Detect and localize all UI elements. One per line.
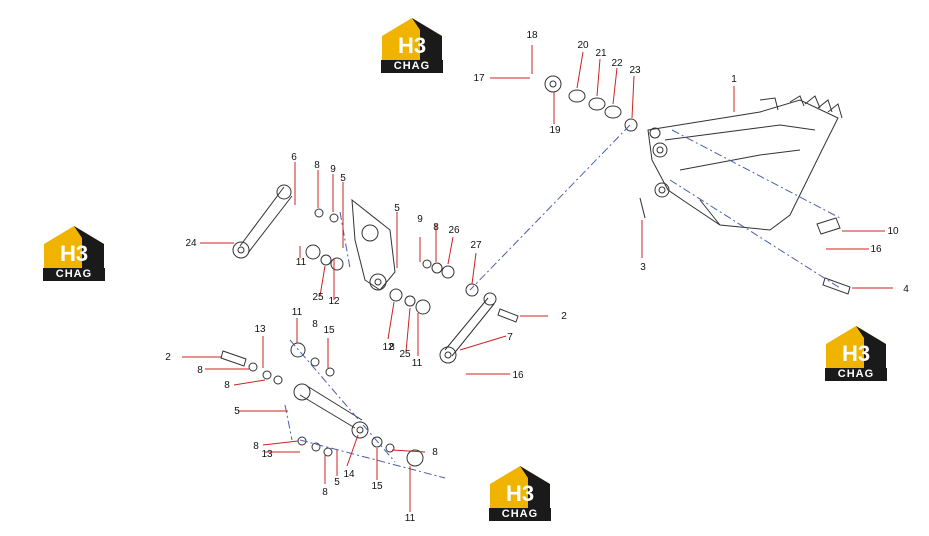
house-icon bbox=[382, 18, 442, 60]
callout-16b: 16 bbox=[870, 244, 882, 255]
callout-25b: 25 bbox=[399, 349, 411, 360]
callout-22: 22 bbox=[611, 58, 623, 69]
logo-mark: H3 bbox=[59, 241, 89, 266]
callout-11d: 11 bbox=[412, 358, 423, 369]
callout-8c: 8 bbox=[224, 380, 230, 391]
callout-18: 18 bbox=[526, 30, 538, 41]
callout-10: 10 bbox=[887, 226, 899, 237]
logo-word: CHAG bbox=[43, 268, 105, 281]
callout-20: 20 bbox=[577, 40, 589, 51]
callout-17: 17 bbox=[473, 73, 485, 84]
bucket bbox=[647, 95, 843, 231]
callout-6: 6 bbox=[291, 152, 297, 163]
logo-word: CHAG bbox=[381, 60, 443, 73]
rocker bbox=[351, 198, 396, 291]
callout-26: 26 bbox=[448, 225, 460, 236]
callout-9b: 9 bbox=[417, 214, 423, 225]
brand-logo-left: H3 CHAG bbox=[42, 224, 106, 282]
callout-5d: 5 bbox=[334, 477, 340, 488]
callout-5a: 5 bbox=[340, 173, 346, 184]
logo-word: CHAG bbox=[825, 368, 887, 381]
callout-12a: 12 bbox=[328, 296, 340, 307]
callout-15b: 15 bbox=[371, 481, 383, 492]
cylinder bbox=[293, 383, 369, 439]
callout-8d: 8 bbox=[253, 441, 259, 452]
callout-8g: 8 bbox=[433, 222, 439, 233]
callout-13b: 13 bbox=[261, 449, 273, 460]
callout-12b: 12 bbox=[382, 342, 394, 353]
logo-mark: H3 bbox=[841, 341, 871, 366]
callout-8e: 8 bbox=[322, 487, 328, 498]
callout-5b: 5 bbox=[394, 203, 400, 214]
callout-25a: 25 bbox=[312, 292, 324, 303]
callout-1: 1 bbox=[731, 74, 737, 85]
logo-word: CHAG bbox=[489, 508, 551, 521]
callout-9a: 9 bbox=[330, 164, 336, 175]
callout-16a: 16 bbox=[512, 370, 524, 381]
callout-2: 2 bbox=[561, 311, 567, 322]
callout-11a: 11 bbox=[296, 257, 307, 268]
callout-8f: 8 bbox=[432, 447, 438, 458]
link-arm bbox=[232, 184, 293, 259]
callout-23: 23 bbox=[629, 65, 641, 76]
logo-mark: H3 bbox=[505, 481, 535, 506]
callout-19: 19 bbox=[549, 125, 561, 136]
logo-mark: H3 bbox=[397, 33, 427, 58]
leader-lines bbox=[182, 45, 893, 512]
callout-8i: 8 bbox=[389, 342, 395, 353]
callout-3: 3 bbox=[640, 262, 646, 273]
callout-5c: 5 bbox=[234, 406, 240, 417]
callout-11b: 11 bbox=[292, 307, 303, 318]
pins-bushings bbox=[220, 75, 851, 467]
brand-logo-bottom: H3 CHAG bbox=[488, 464, 552, 522]
callout-2b: 2 bbox=[165, 352, 171, 363]
callout-7: 7 bbox=[507, 332, 513, 343]
callout-8h: 8 bbox=[312, 319, 318, 330]
callout-24: 24 bbox=[185, 238, 197, 249]
brand-logo-top: H3 CHAG bbox=[380, 16, 444, 74]
callout-4: 4 bbox=[903, 284, 909, 295]
callout-8a: 8 bbox=[314, 160, 320, 171]
assembly-lines bbox=[284, 124, 841, 479]
house-icon bbox=[490, 466, 550, 508]
callout-labels: 1 2 2 3 4 5 5 5 5 6 7 8 8 8 8 8 8 8 8 8 … bbox=[165, 30, 909, 524]
callout-14: 14 bbox=[343, 469, 355, 480]
callout-8b: 8 bbox=[197, 365, 203, 376]
callout-27: 27 bbox=[470, 240, 482, 251]
house-icon bbox=[826, 326, 886, 368]
callout-15a: 15 bbox=[323, 325, 335, 336]
house-icon bbox=[44, 226, 104, 268]
link-7 bbox=[439, 292, 497, 364]
callout-13a: 13 bbox=[254, 324, 266, 335]
callout-11c: 11 bbox=[405, 513, 416, 524]
brand-logo-right: H3 CHAG bbox=[824, 324, 888, 382]
callout-21: 21 bbox=[595, 48, 607, 59]
